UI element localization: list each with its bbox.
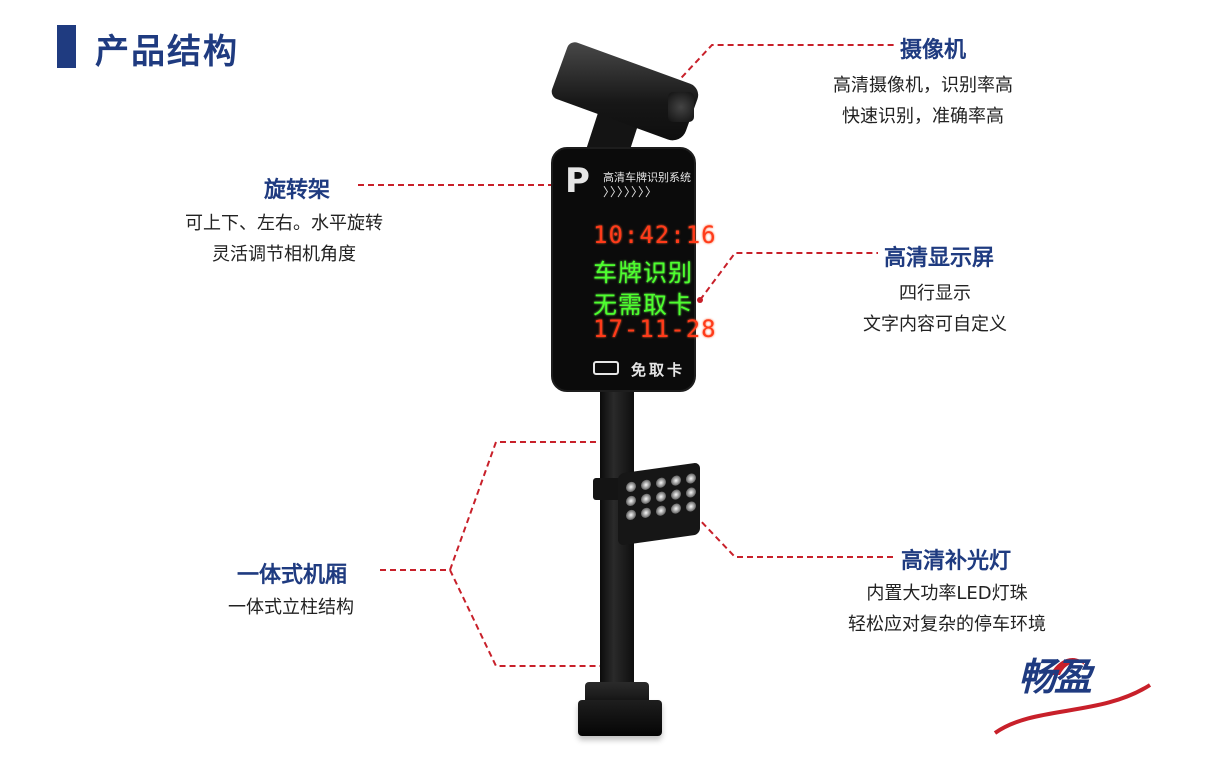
callout-display-line: 四行显示: [899, 283, 971, 304]
camera-icon: [593, 361, 619, 375]
led-bulb: [671, 474, 681, 487]
display-arrows: 〉〉〉〉〉〉〉: [603, 185, 659, 199]
callout-light-desc: 内置大功率LED灯珠 轻松应对复杂的停车环境: [848, 578, 1046, 640]
leader-display: [699, 252, 878, 301]
callout-camera-line: 快速识别，准确率高: [842, 106, 1004, 127]
led-bulb: [656, 491, 666, 503]
led-bulb: [656, 505, 666, 517]
callout-camera-desc: 高清摄像机，识别率高 快速识别，准确率高: [833, 70, 1013, 132]
led-row-nocard: 无需取卡: [593, 291, 693, 319]
led-bulb: [671, 488, 681, 501]
led-bulb: [641, 507, 651, 519]
led-bulb: [626, 509, 636, 521]
led-bulb: [686, 486, 696, 499]
brand-logo-text: 畅盈: [1018, 654, 1092, 699]
callout-cabinet-desc: 一体式立柱结构: [228, 592, 354, 623]
callout-bracket-line: 可上下、左右。水平旋转: [185, 213, 383, 234]
callout-cabinet-line: 一体式立柱结构: [228, 597, 354, 618]
fill-light: [618, 462, 700, 546]
led-row-date: 17-11-28: [593, 315, 717, 343]
light-clamp: [593, 478, 625, 500]
callout-camera-title: 摄像机: [900, 38, 967, 63]
led-bulb: [641, 479, 651, 491]
callout-display-title: 高清显示屏: [884, 246, 995, 271]
callout-cabinet-title: 一体式机厢: [237, 563, 348, 588]
led-bulb: [641, 493, 651, 505]
callout-light-line: 内置大功率LED灯珠: [866, 583, 1028, 604]
callout-display-desc: 四行显示 文字内容可自定义: [863, 278, 1007, 340]
callout-display-line: 文字内容可自定义: [863, 314, 1007, 335]
camera-lens: [668, 92, 694, 122]
plinth: [578, 700, 662, 736]
led-bulb-grid: [626, 472, 697, 521]
callout-camera-line: 高清摄像机，识别率高: [833, 75, 1013, 96]
callout-bracket-title: 旋转架: [264, 178, 331, 203]
led-bulb: [671, 502, 681, 515]
page-title: 产品结构: [95, 32, 239, 72]
display-footer: 免取卡: [631, 361, 686, 379]
led-bulb: [626, 495, 636, 507]
callout-bracket-desc: 可上下、左右。水平旋转 灵活调节相机角度: [185, 208, 383, 270]
display-header: 高清车牌识别系统: [603, 171, 691, 184]
brand-logo-swoosh: [993, 657, 1152, 735]
led-bulb: [686, 500, 696, 513]
parking-p-symbol: P: [565, 161, 590, 201]
title-bar-accent: [57, 25, 76, 68]
leader-cabinet: [380, 441, 618, 667]
led-row-plate: 车牌识别: [593, 259, 693, 287]
led-bulb: [626, 481, 636, 493]
leader-light: [694, 514, 895, 558]
leader-dot-display: [697, 297, 703, 303]
led-row-time: 10:42:16: [593, 221, 717, 249]
callout-light-title: 高清补光灯: [901, 549, 1012, 574]
display-cabinet: P 高清车牌识别系统 〉〉〉〉〉〉〉 10:42:16 车牌识别 无需取卡 17…: [551, 147, 716, 392]
callout-bracket-line: 灵活调节相机角度: [212, 244, 356, 265]
led-bulb: [686, 472, 696, 485]
callout-light-line: 轻松应对复杂的停车环境: [848, 614, 1046, 635]
led-bulb: [656, 477, 666, 489]
